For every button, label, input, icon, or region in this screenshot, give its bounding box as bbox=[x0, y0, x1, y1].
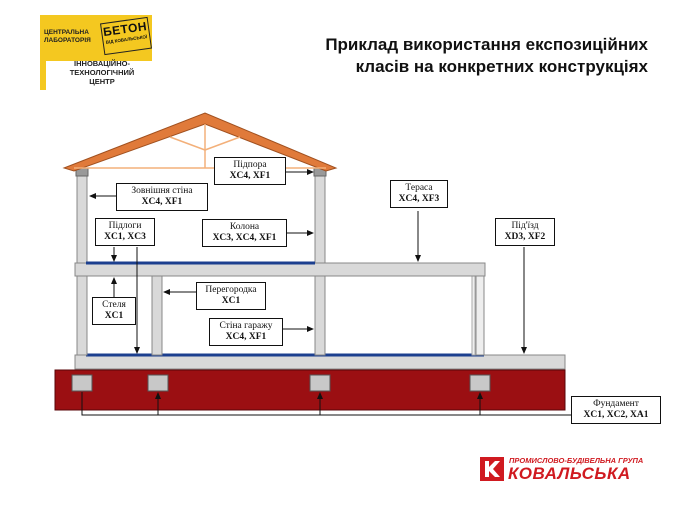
leader-fundament bbox=[81, 392, 571, 416]
label-zovnishnia-code: XC4, XF1 bbox=[141, 197, 183, 207]
label-pidlogy-code: XC1, XC3 bbox=[104, 232, 146, 242]
label-terasa-code: XC4, XF3 bbox=[398, 194, 440, 204]
label-terasa: Тераса XC4, XF3 bbox=[390, 180, 448, 208]
label-pidizd-code: XD3, XF2 bbox=[504, 232, 546, 242]
garage-column-inner bbox=[471, 275, 476, 356]
page-title: Приклад використання експозиційних класі… bbox=[218, 34, 648, 78]
roof bbox=[62, 112, 338, 172]
label-kolona-name: Колона bbox=[229, 222, 260, 232]
label-zovnishnia: Зовнішня стіна XC4, XF1 bbox=[116, 183, 208, 211]
innovation-center-text: ІННОВАЦІЙНО- ТЕХНОЛОГІЧНИЙ ЦЕНТР bbox=[50, 59, 154, 86]
roof-truss bbox=[74, 124, 326, 169]
title-line-1: Приклад використання експозиційних bbox=[325, 35, 648, 54]
label-stina-garazhu-name: Стіна гаражу bbox=[219, 321, 273, 331]
label-stina-garazhu-code: XC4, XF1 bbox=[225, 332, 267, 342]
lab-logo: ЦЕНТРАЛЬНА ЛАБОРАТОРІЯ БЕТОН ВІД КОВАЛЬС… bbox=[40, 15, 152, 90]
footing-4 bbox=[469, 374, 491, 392]
ground-slab bbox=[74, 354, 566, 370]
footing-2 bbox=[147, 374, 169, 392]
label-fundament-name: Фундамент bbox=[593, 399, 639, 409]
center-line-1: ІННОВАЦІЙНО- bbox=[74, 59, 130, 68]
label-pidizd: Під'їзд XD3, XF2 bbox=[495, 218, 555, 246]
logo-stripe bbox=[40, 61, 46, 90]
label-fundament: Фундамент XC1, XC2, XA1 bbox=[571, 396, 661, 424]
label-peregorodka-name: Перегородка bbox=[205, 285, 257, 295]
label-pidpora-name: Підпора bbox=[233, 160, 267, 170]
center-line-3: ЦЕНТР bbox=[89, 77, 115, 86]
label-pidpora: Підпора XC4, XF1 bbox=[214, 157, 286, 185]
label-stelia-name: Стеля bbox=[102, 300, 126, 310]
label-terasa-name: Тераса bbox=[405, 183, 433, 193]
garage-column bbox=[475, 275, 485, 356]
label-pidlogy: Підлоги XC1, XC3 bbox=[95, 218, 155, 246]
partition-wall bbox=[151, 269, 163, 356]
company-logo: ПРОМИСЛОВО-БУДІВЕЛЬНА ГРУПА КОВАЛЬСЬКА bbox=[480, 455, 645, 483]
label-pidlogy-name: Підлоги bbox=[108, 221, 142, 231]
lab-line-1: ЦЕНТРАЛЬНА bbox=[44, 29, 89, 36]
company-name-text: КОВАЛЬСЬКА bbox=[508, 464, 631, 483]
company-k-icon bbox=[480, 457, 504, 481]
center-line-2: ТЕХНОЛОГІЧНИЙ bbox=[69, 68, 135, 77]
label-peregorodka-code: XC1 bbox=[221, 296, 241, 306]
footing-3 bbox=[309, 374, 331, 392]
label-zovnishnia-name: Зовнішня стіна bbox=[131, 186, 193, 196]
title-line-2: класів на конкретних конструкціях bbox=[355, 57, 648, 76]
lab-logo-text: ЦЕНТРАЛЬНА ЛАБОРАТОРІЯ bbox=[44, 29, 91, 45]
label-pidizd-name: Під'їзд bbox=[511, 221, 539, 231]
label-pidpora-code: XC4, XF1 bbox=[229, 171, 271, 181]
label-stelia-code: XC1 bbox=[104, 311, 124, 321]
label-stina-garazhu: Стіна гаражу XC4, XF1 bbox=[209, 318, 283, 346]
company-k-glyph bbox=[485, 461, 500, 477]
label-stelia: Стеля XC1 bbox=[92, 297, 136, 325]
lab-line-2: ЛАБОРАТОРІЯ bbox=[44, 37, 91, 44]
label-kolona-code: XC3, XC4, XF1 bbox=[212, 233, 277, 243]
label-peregorodka: Перегородка XC1 bbox=[196, 282, 266, 310]
label-kolona: Колона XC3, XC4, XF1 bbox=[202, 219, 287, 247]
company-group-text: ПРОМИСЛОВО-БУДІВЕЛЬНА ГРУПА bbox=[509, 456, 644, 465]
footing-1 bbox=[71, 374, 93, 392]
label-fundament-code: XC1, XC2, XA1 bbox=[583, 410, 649, 420]
